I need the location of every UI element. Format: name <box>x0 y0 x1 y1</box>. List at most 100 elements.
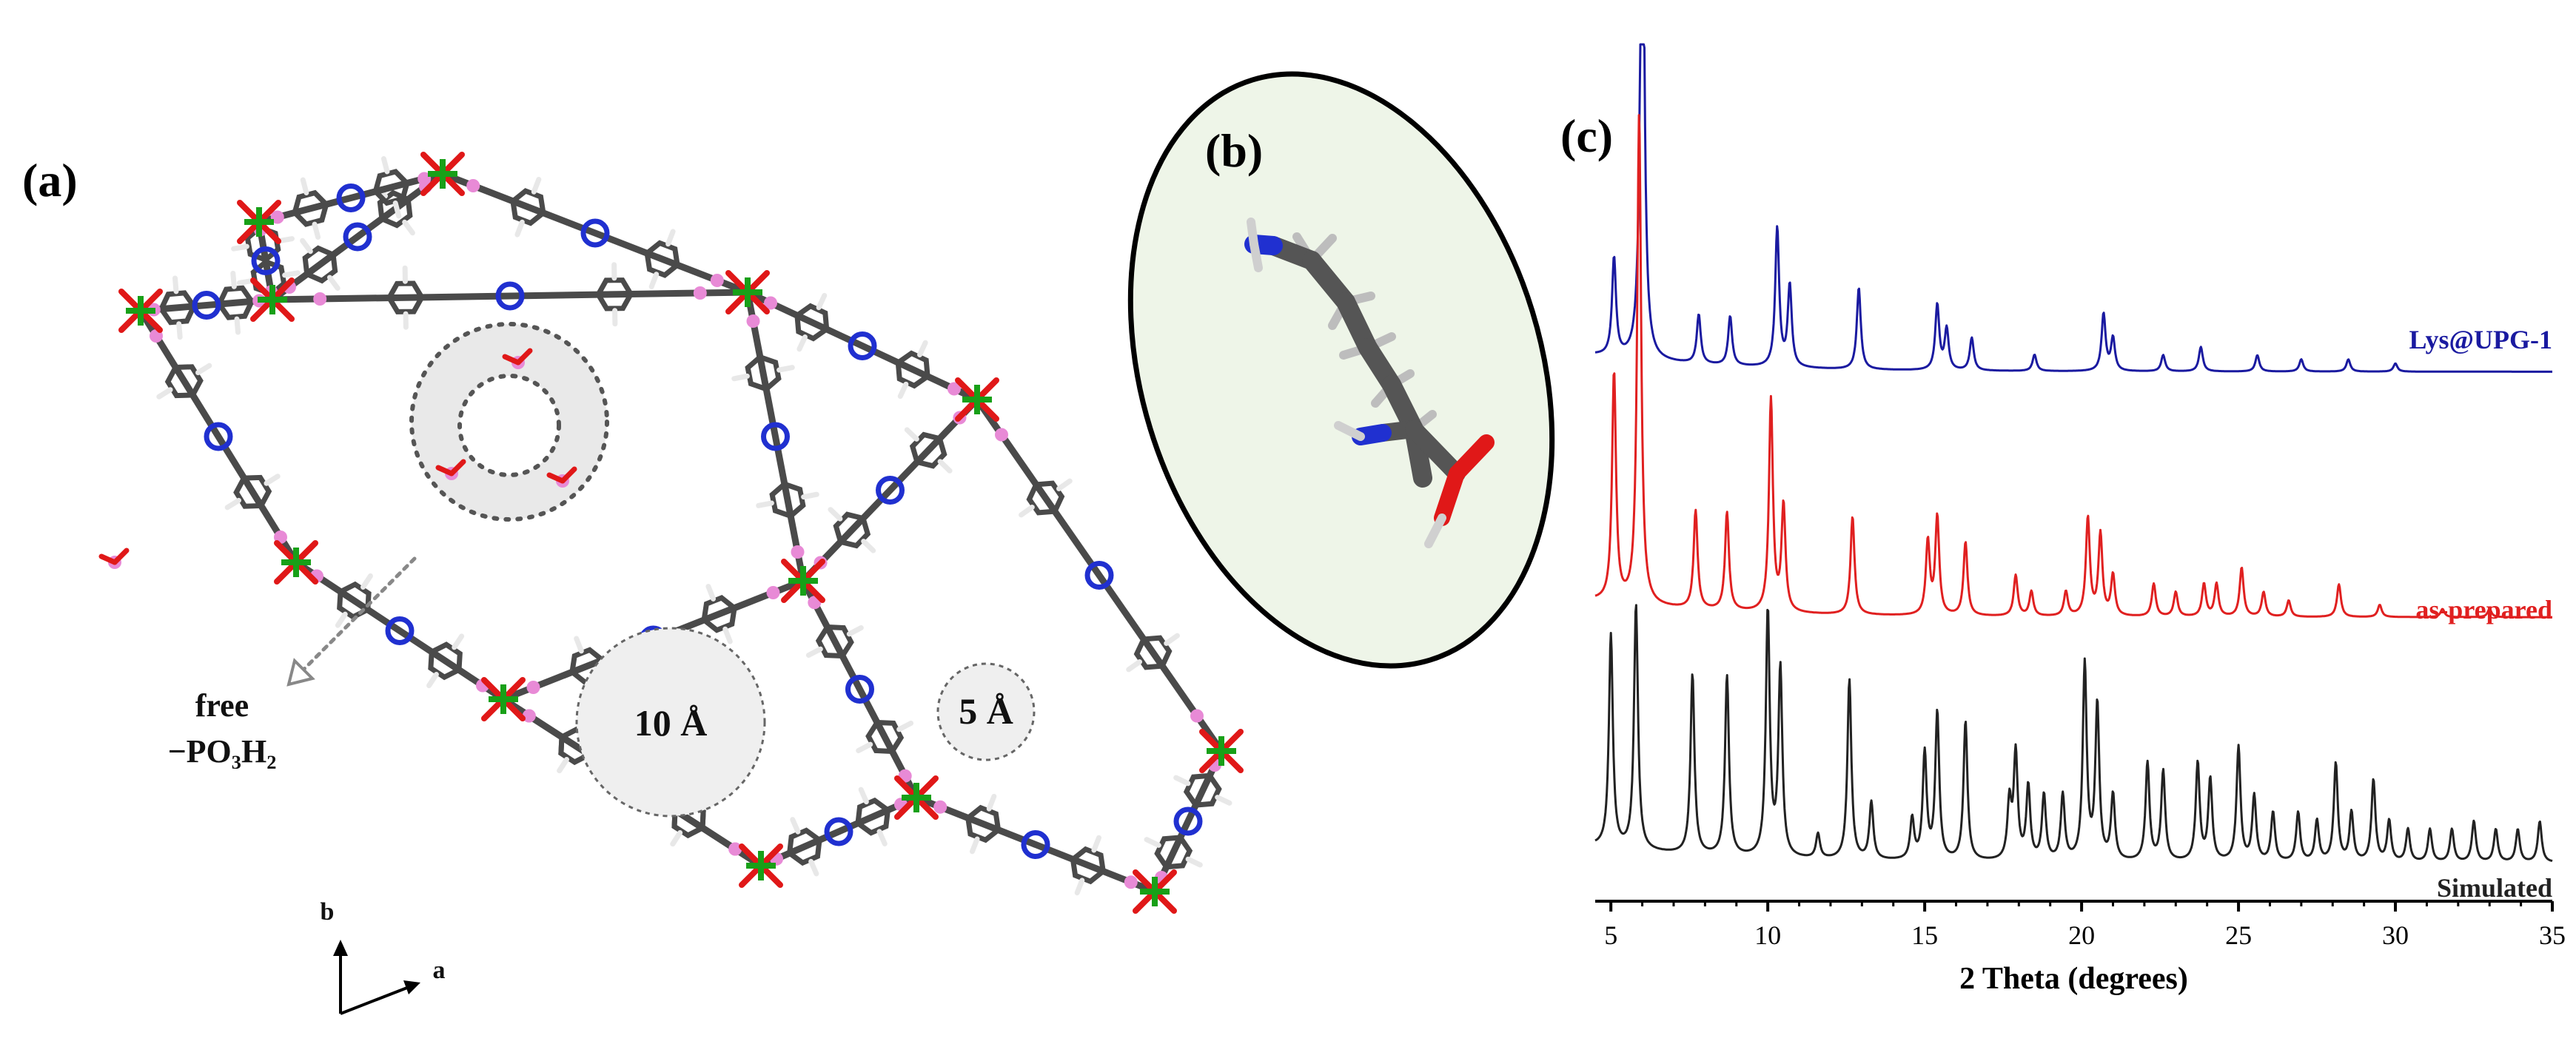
linker-bond <box>799 396 981 585</box>
imidazole-ring <box>336 183 366 212</box>
phosphorus-atom <box>270 210 284 224</box>
hydrogen-bond <box>195 363 212 376</box>
x-tick-label: 30 <box>2382 920 2409 950</box>
phosphorus-atom <box>995 428 1008 442</box>
oxygen-bond <box>745 270 770 295</box>
phosphorus-atom <box>526 681 540 694</box>
phenyl-ring <box>909 431 947 469</box>
hydrogen-bond <box>861 539 876 553</box>
oxygen-bond <box>758 843 783 869</box>
oxygen-bond <box>420 171 446 196</box>
imidazole-ring <box>845 675 874 704</box>
panel-a-label: (a) <box>22 154 78 206</box>
hydrogen-bond <box>234 316 241 335</box>
hydrogen-bond <box>1185 856 1203 868</box>
imidazole-ring <box>824 817 853 846</box>
linker-bond <box>744 289 807 585</box>
oxygen-bond <box>274 559 299 585</box>
oxygen-bond <box>440 171 465 196</box>
linker-bond <box>973 396 1225 755</box>
hydrogen-bond <box>1056 478 1073 491</box>
phosphorus-atom <box>764 296 777 310</box>
imidazole-ring <box>848 331 877 360</box>
hydrogen-bond <box>426 672 439 689</box>
phenyl-ring <box>428 641 463 681</box>
phenyl-ring <box>794 303 830 342</box>
axis-a-line <box>340 985 412 1015</box>
phenyl-ring <box>337 581 372 620</box>
hydrogen-bond <box>402 219 415 236</box>
hydrogen-bond <box>731 373 750 382</box>
hydrogen-bond <box>230 270 237 289</box>
phenyl-ring <box>895 350 930 389</box>
hydrogen-bond <box>1424 513 1446 548</box>
phenyl-ring <box>595 277 634 311</box>
hydrogen-bond <box>224 497 241 511</box>
x-tick-label: 20 <box>2068 920 2095 950</box>
oxygen-bond <box>955 377 980 403</box>
hydrogen-bond <box>514 219 525 238</box>
hydrogen-bond <box>665 229 676 247</box>
panel-a: (a) 10 Å 5 Å free −PO₃H₂ b a <box>22 152 1244 1015</box>
oxygen-bond <box>1199 729 1224 754</box>
free-group-label-line1: free <box>195 687 249 724</box>
hydrogen-bond <box>1126 659 1143 673</box>
imidazole-ring <box>1021 830 1050 859</box>
oxygen-bond <box>739 843 764 869</box>
oxygen-bond <box>237 219 262 244</box>
lysine-ellipse <box>1127 71 1555 669</box>
panel-c-label: (c) <box>1560 110 1613 162</box>
carboxyl-carbon-bond <box>1405 420 1466 482</box>
oxygen-bond <box>138 289 163 314</box>
imidazole-ring <box>1173 806 1203 836</box>
oxygen-bond <box>269 277 295 303</box>
hydrogen-bond <box>790 817 801 835</box>
oxygen-bond <box>974 377 999 403</box>
oxygen-bond <box>1152 889 1177 914</box>
oxygen-bond <box>435 465 455 476</box>
hydrogen-bond <box>380 156 390 175</box>
hydrogen-bond <box>805 646 823 659</box>
linker-bond <box>269 289 751 303</box>
oxygen-bond <box>725 270 751 295</box>
oxygen-bond <box>98 553 118 565</box>
oxygen-bond <box>500 677 526 702</box>
oxygen-bond <box>1152 869 1177 895</box>
linker-bond <box>913 794 1158 895</box>
oxygen-bond <box>894 795 919 820</box>
imidazole-ring <box>876 476 905 505</box>
pore-highlight-inner <box>457 374 561 477</box>
phosphorus-atom <box>791 545 805 559</box>
hydrogen-bond <box>722 626 733 644</box>
phenyl-ring <box>1026 480 1065 516</box>
x-tick-label: 10 <box>1754 920 1781 950</box>
imidazole-ring <box>204 422 233 451</box>
oxygen-bond <box>1218 748 1244 773</box>
phenyl-ring <box>377 189 413 229</box>
oxygen-bond <box>481 696 506 721</box>
hydrogen-bond <box>1334 421 1365 441</box>
phenyl-ring <box>865 719 905 755</box>
phenyl-ring <box>769 481 806 519</box>
phosphorus-atom <box>766 586 780 599</box>
oxygen-bond <box>237 200 262 225</box>
phosphorus-atom <box>947 382 961 396</box>
phosphorus-atom <box>728 842 742 856</box>
oxygen-bond <box>256 219 281 244</box>
phenyl-ring <box>1154 835 1193 870</box>
hydrogen-bond <box>300 238 313 255</box>
free-group-arrow <box>301 556 417 672</box>
phosphorus-atom <box>417 172 432 186</box>
oxygen-bond <box>250 277 275 303</box>
linker-bond <box>137 307 300 566</box>
axis-b-arrowhead <box>333 940 348 956</box>
phosphorus-atom <box>1124 875 1138 889</box>
oxygen-bond <box>420 152 446 177</box>
phenyl-ring <box>510 188 546 226</box>
hydrogen-bond <box>1173 775 1191 787</box>
hydrogen-bond <box>557 756 569 774</box>
linker-bond <box>255 170 446 226</box>
hydrogen-bond <box>986 793 997 812</box>
